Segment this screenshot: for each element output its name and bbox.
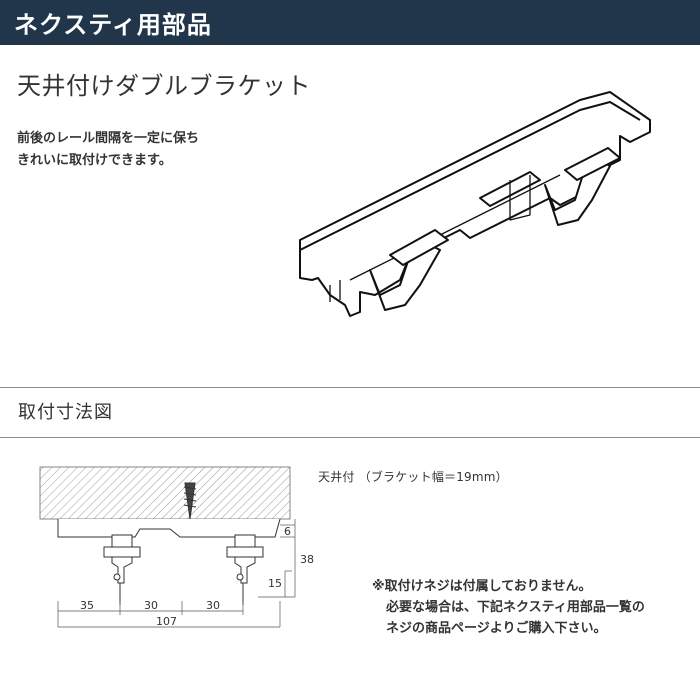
dim-38: 38: [300, 553, 314, 566]
divider-bottom: [0, 437, 700, 438]
description-line: きれいに取付けできます。: [17, 153, 172, 168]
dim-15: 15: [268, 577, 282, 590]
dim-30b: 30: [206, 599, 220, 612]
product-title: 天井付けダブルブラケット: [17, 72, 311, 100]
screw-notice: ※取付けネジは付属しておりません。 必要な場合は、下記ネクスティ用部品一覧の ネ…: [372, 576, 692, 639]
description-line: 前後のレール間隔を一定に保ち: [17, 131, 200, 146]
runner-right: [226, 534, 264, 605]
section-title: 取付寸法図: [18, 402, 113, 423]
dim-6: 6: [284, 525, 291, 538]
notice-line: ※取付けネジは付属しておりません。: [372, 579, 592, 594]
product-description: 前後のレール間隔を一定に保ち きれいに取付けできます。: [17, 128, 257, 172]
header-title: ネクスティ用部品: [14, 11, 212, 39]
divider-top: [0, 387, 700, 388]
bracket-illustration: [299, 91, 651, 317]
dim-30a: 30: [144, 599, 158, 612]
spec-label: 天井付 （ブラケット幅＝19mm）: [318, 470, 508, 484]
dim-35: 35: [80, 599, 94, 612]
mounting-dimension-drawing: 35 30 30 107 6 38 15: [39, 466, 314, 628]
runner-left: [103, 534, 141, 605]
notice-line: ネジの商品ページよりご購入下さい。: [386, 621, 607, 636]
ceiling-hatch: [39, 466, 291, 520]
dim-107: 107: [156, 615, 177, 628]
notice-line: 必要な場合は、下記ネクスティ用部品一覧の: [386, 600, 645, 615]
header-bar: ネクスティ用部品: [0, 0, 700, 45]
